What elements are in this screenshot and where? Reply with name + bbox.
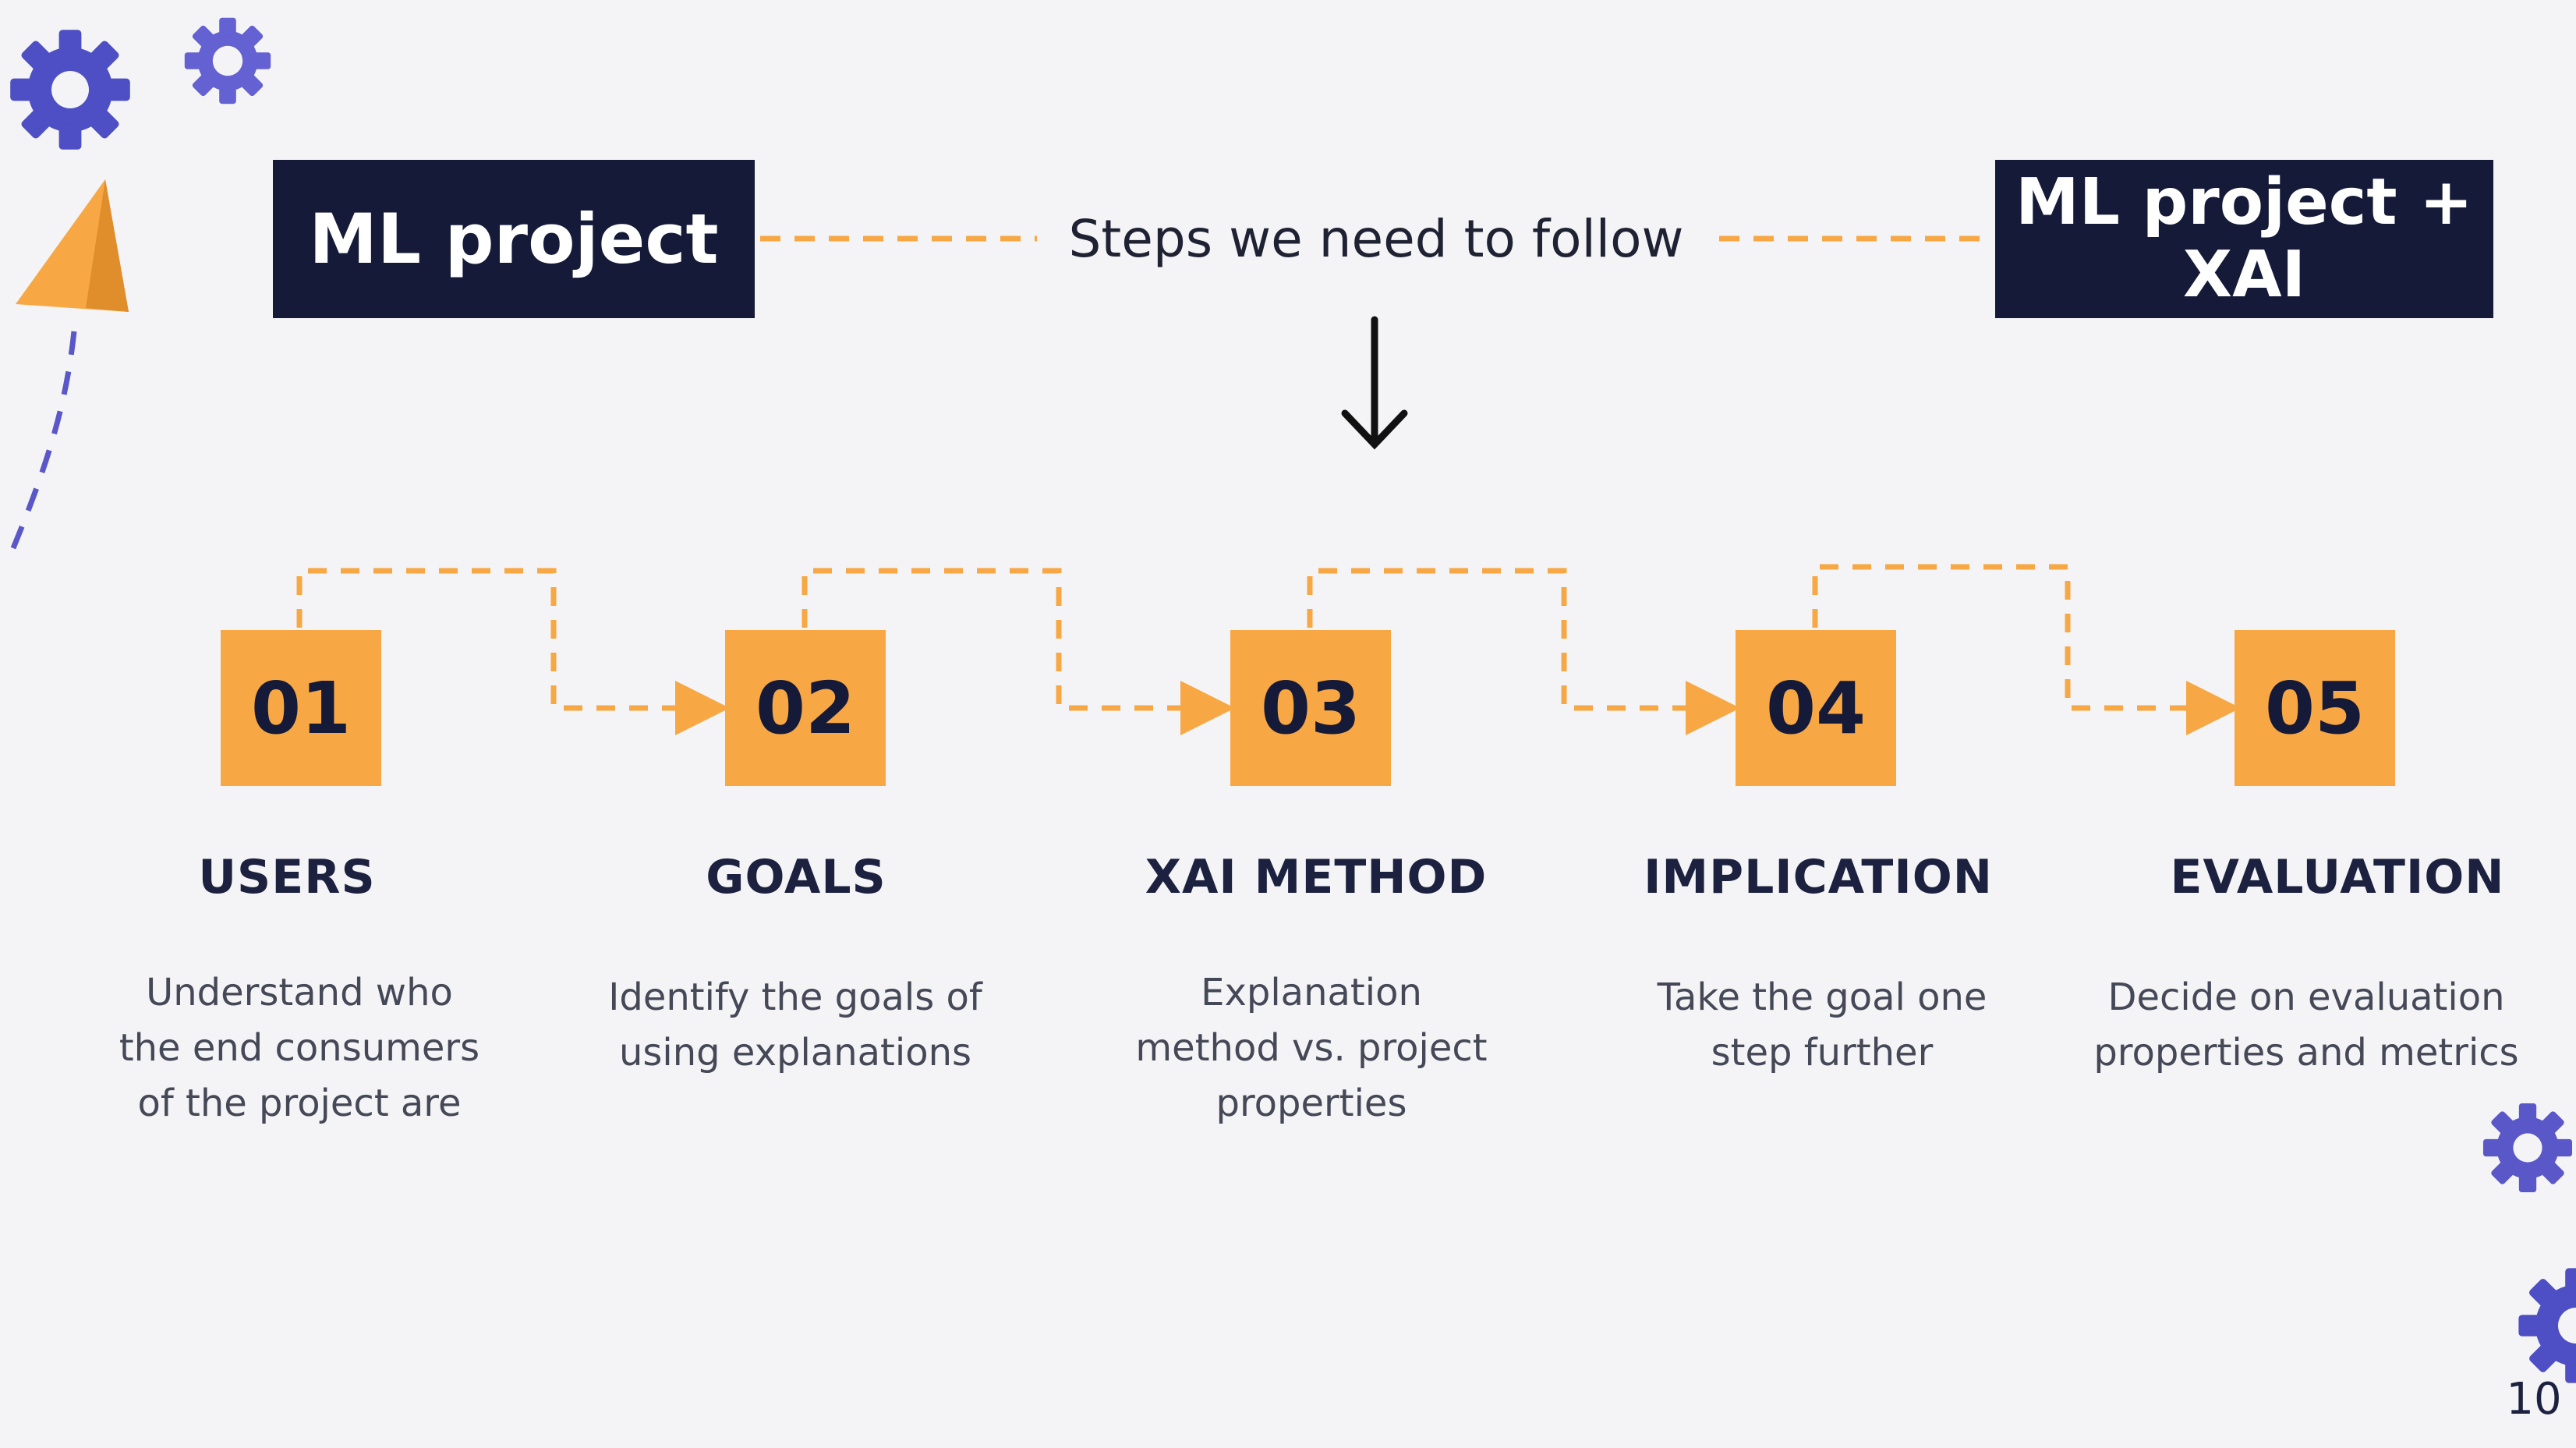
down-arrow-icon bbox=[1341, 316, 1408, 450]
ml-project-xai-label-line1: ML project + bbox=[2015, 165, 2473, 239]
step-title: EVALUATION bbox=[2170, 850, 2505, 905]
ml-project-xai-box: ML project + XAI bbox=[1995, 160, 2493, 318]
step-number: 02 bbox=[755, 666, 856, 750]
step-description: Explanation method vs. project propertie… bbox=[1093, 965, 1530, 1131]
ml-project-xai-label-line2: XAI bbox=[2182, 237, 2306, 312]
step-link-3-4 bbox=[1307, 568, 1740, 735]
gear-icon bbox=[2518, 1268, 2576, 1383]
step-description-line: properties bbox=[1215, 1082, 1407, 1125]
step-description-line: Explanation bbox=[1201, 971, 1422, 1014]
step-link-2-3 bbox=[801, 568, 1235, 735]
gear-icon bbox=[10, 30, 130, 150]
paper-plane-icon bbox=[5, 179, 129, 563]
step-description-line: using explanations bbox=[618, 1031, 971, 1074]
step-description: Decide on evaluation properties and metr… bbox=[2088, 970, 2525, 1081]
step-link-1-2 bbox=[296, 568, 730, 735]
step-number-box: 03 bbox=[1230, 630, 1391, 786]
step-title: GOALS bbox=[706, 850, 886, 905]
step-description-line: Take the goal one bbox=[1657, 975, 1987, 1019]
ml-project-box: ML project bbox=[273, 160, 755, 318]
step-number: 05 bbox=[2264, 666, 2365, 750]
step-description: Identify the goals of using explanations bbox=[577, 970, 1014, 1081]
step-link-4-5 bbox=[1812, 564, 2241, 735]
step-number: 03 bbox=[1260, 666, 1361, 750]
step-description: Understand who the end consumers of the … bbox=[81, 965, 518, 1131]
step-description-line: Understand who bbox=[146, 971, 453, 1014]
step-number-box: 05 bbox=[2235, 630, 2395, 786]
step-description-line: of the project are bbox=[137, 1082, 462, 1125]
step-description-line: Decide on evaluation bbox=[2107, 975, 2505, 1019]
step-title: XAI METHOD bbox=[1145, 850, 1488, 905]
step-title: IMPLICATION bbox=[1644, 850, 1993, 905]
step-description: Take the goal one step further bbox=[1604, 970, 2040, 1081]
step-number: 01 bbox=[250, 666, 352, 750]
step-description-line: method vs. project bbox=[1135, 1026, 1488, 1070]
step-number-box: 04 bbox=[1736, 630, 1896, 786]
step-title: USERS bbox=[198, 850, 376, 905]
step-number: 04 bbox=[1765, 666, 1867, 750]
gear-icon bbox=[2482, 1103, 2573, 1193]
subtitle: Steps we need to follow bbox=[1068, 209, 1684, 269]
step-description-line: the end consumers bbox=[119, 1026, 480, 1070]
step-description-line: step further bbox=[1711, 1031, 1934, 1074]
page-number: 10 bbox=[2506, 1374, 2562, 1425]
step-description-line: Identify the goals of bbox=[608, 975, 982, 1019]
step-description-line: properties and metrics bbox=[2093, 1031, 2519, 1074]
step-number-box: 02 bbox=[725, 630, 886, 786]
ml-project-label: ML project bbox=[309, 199, 719, 279]
step-number-box: 01 bbox=[221, 630, 381, 786]
gear-icon bbox=[184, 17, 271, 104]
